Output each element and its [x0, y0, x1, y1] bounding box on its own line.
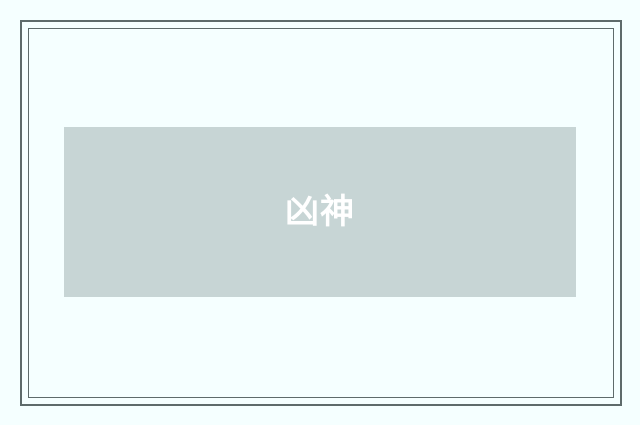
inner-frame-border — [28, 28, 614, 398]
banner-title: 凶神 — [285, 192, 355, 232]
title-banner: 凶神 — [64, 127, 576, 297]
outer-frame-border — [20, 20, 622, 406]
